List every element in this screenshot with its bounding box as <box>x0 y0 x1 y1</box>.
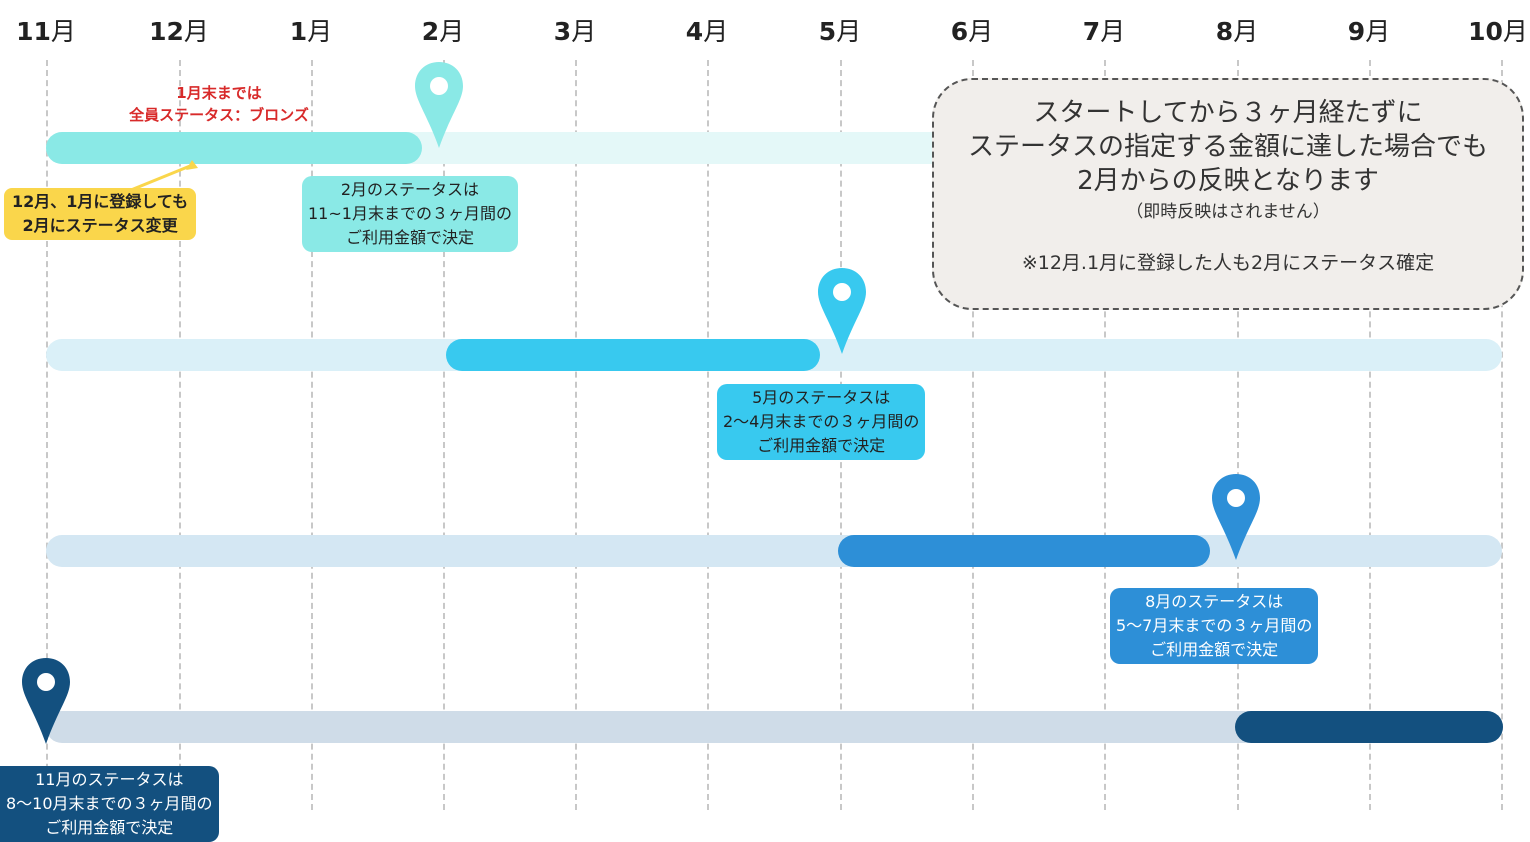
timeline-track-row3 <box>46 535 1502 567</box>
map-pin-icon <box>22 658 70 744</box>
gridline <box>707 60 709 810</box>
timeline-bar-row2 <box>446 339 820 371</box>
gridline <box>443 60 445 810</box>
gridline <box>311 60 313 810</box>
gridline <box>1237 60 1239 810</box>
month-label-3: 3月 <box>553 17 597 46</box>
map-pin-icon <box>1212 474 1260 560</box>
month-label-1: 1月 <box>289 17 333 46</box>
month-label-12: 12月 <box>149 17 209 46</box>
timeline-bar-row4 <box>1235 711 1503 743</box>
info-callout: スタートしてから３ヶ月経たずに ステータスの指定する金額に達した場合でも 2月か… <box>932 78 1524 310</box>
callout-line1: スタートしてから３ヶ月経たずに <box>1033 98 1423 128</box>
month-label-10: 10月 <box>1468 17 1528 46</box>
gridline <box>46 60 48 810</box>
bronze-note: 1月末までは 全員ステータス：ブロンズ <box>129 84 309 124</box>
map-pin-icon <box>415 62 463 148</box>
month-label-6: 6月 <box>950 17 994 46</box>
map-pin-icon <box>818 268 866 354</box>
gridline <box>1104 60 1106 810</box>
month-label-4: 4月 <box>685 17 729 46</box>
gridline <box>1501 60 1503 810</box>
status-label-row4: 11月のステータスは 8〜10月末までの３ヶ月間の ご利用金額で決定 <box>0 766 219 842</box>
gridline <box>179 60 181 810</box>
month-label-8: 8月 <box>1215 17 1259 46</box>
gridline <box>1369 60 1371 810</box>
callout-line5: ※12月.1月に登録した人も2月にステータス確定 <box>1021 252 1435 274</box>
gridline <box>575 60 577 810</box>
month-label-5: 5月 <box>818 17 862 46</box>
callout-line4: （即時反映はされません） <box>1126 202 1330 222</box>
month-label-9: 9月 <box>1347 17 1391 46</box>
callout-line2: ステータスの指定する金額に達した場合でも <box>967 132 1488 162</box>
timeline-bar-row1 <box>46 132 422 164</box>
status-label-row3: 8月のステータスは 5〜7月末までの３ヶ月間の ご利用金額で決定 <box>1110 588 1319 664</box>
status-label-row1: 2月のステータスは 11~1月末までの３ヶ月間の ご利用金額で決定 <box>302 176 518 252</box>
month-label-7: 7月 <box>1082 17 1126 46</box>
gridline <box>972 60 974 810</box>
month-label-11: 11月 <box>16 17 76 46</box>
arrow-icon <box>125 160 198 194</box>
callout-line3: 2月からの反映となります <box>1077 166 1379 196</box>
month-label-2: 2月 <box>421 17 465 46</box>
registration-note: 12月、1月に登録しても 2月にステータス変更 <box>4 188 197 240</box>
status-label-row2: 5月のステータスは 2〜4月末までの３ヶ月間の ご利用金額で決定 <box>717 384 926 460</box>
timeline-bar-row3 <box>838 535 1210 567</box>
